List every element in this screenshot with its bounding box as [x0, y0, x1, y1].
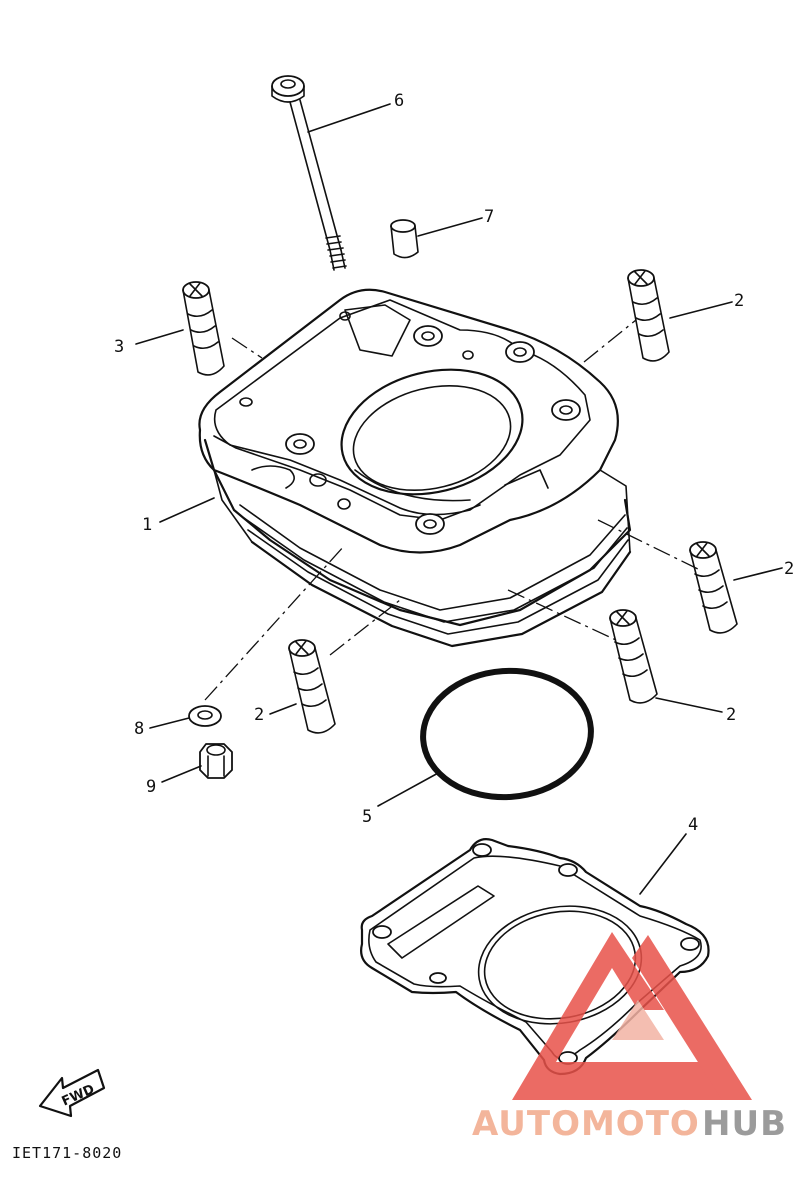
callout-3: 3: [114, 337, 124, 357]
callout-8: 8: [134, 719, 144, 739]
cylinder-bolt: [271, 75, 347, 271]
triangle-logo-icon: [512, 932, 752, 1100]
callout-9: 9: [146, 777, 156, 797]
fwd-arrow-icon: FWD: [38, 1068, 106, 1118]
leader-lines: [135, 103, 783, 895]
callout-1: 1: [142, 515, 152, 535]
dowel-pin: [390, 219, 419, 259]
watermark-text-hub: HUB: [702, 1104, 787, 1144]
stud-bolt-2-lower-left: [288, 639, 336, 734]
callout-labels: 6 7 3 2 1 2 2 2 8 9 5 4: [114, 91, 794, 835]
cylinder-body: [198, 288, 632, 648]
callout-4: 4: [688, 815, 698, 835]
callout-2-lower-right: 2: [726, 705, 736, 725]
callout-2-mid-right: 2: [784, 559, 794, 579]
assembly-lines: [204, 319, 701, 701]
callout-5: 5: [362, 807, 372, 827]
stud-bolt-2-lower-right: [609, 609, 658, 704]
callout-7: 7: [484, 207, 494, 227]
washer: [188, 705, 222, 727]
o-ring: [420, 667, 594, 801]
automotohub-watermark: AUTOMOTO HUB: [472, 932, 787, 1144]
callout-2-upper-right: 2: [734, 291, 744, 311]
stud-bolt-2-upper-right: [627, 269, 670, 362]
nut: [199, 743, 233, 779]
stud-bolt-2-mid-right: [689, 541, 738, 634]
stud-bolt-3: [182, 281, 225, 376]
watermark-text-automoto: AUTOMOTO: [472, 1104, 700, 1144]
drawing-code: IET171-8020: [12, 1144, 122, 1162]
callout-2-lower-left: 2: [254, 705, 264, 725]
callout-6: 6: [394, 91, 404, 111]
